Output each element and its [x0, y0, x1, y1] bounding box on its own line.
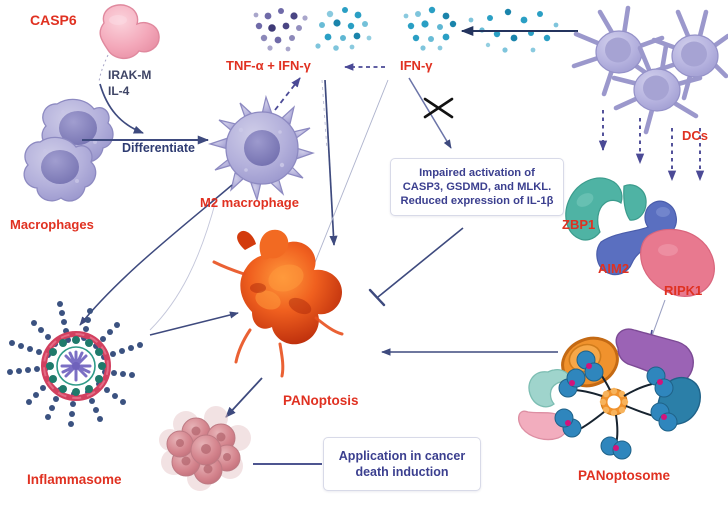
macrophage-cell-2	[23, 136, 97, 202]
ifn-gamma-dots-stream	[468, 8, 559, 53]
m2-macrophage-cell	[207, 94, 315, 203]
label-ifn-gamma: IFN-γ	[400, 58, 433, 73]
ripk1-protein-shape	[640, 228, 715, 297]
arrow-panoptosis-to-tumor	[225, 377, 263, 418]
arrow-irakm-il4	[99, 83, 144, 134]
tumor-cell-cluster	[159, 406, 251, 491]
dendritic-cell-3	[611, 43, 703, 135]
label-tnf-alpha-ifn-gamma: TNF-α + IFN-γ	[226, 58, 311, 73]
panoptosome-nodes	[554, 350, 678, 460]
panoptosome-complex	[517, 328, 701, 460]
application-line-1: Application in cancer	[338, 449, 466, 463]
inhibition-tbar-impaired-panoptosis	[368, 227, 464, 307]
inflammasome-structure	[7, 301, 143, 427]
label-irak-m: IRAK-M	[108, 68, 152, 82]
label-differentiate: Differentiate	[122, 141, 195, 155]
dendritic-cell-1	[571, 5, 665, 97]
blocked-x-icon	[423, 97, 454, 119]
arrow-inflammasome-to-panoptosis	[149, 311, 239, 336]
casp6-protein-shape	[99, 4, 160, 60]
label-macrophages: Macrophages	[10, 217, 94, 232]
arrow-m2-to-inflammasome	[79, 184, 233, 326]
application-line-2: death induction	[355, 465, 449, 479]
ifn-gamma-dot-cloud-left	[315, 7, 372, 51]
label-panoptosome: PANoptosome	[578, 468, 671, 483]
label-zbp1: ZBP1	[562, 217, 596, 232]
zbp1-protein-shape	[565, 177, 647, 241]
label-dcs: DCs	[682, 128, 709, 143]
label-panoptosis: PANoptosis	[283, 393, 359, 408]
application-cancer-death-box: Application in cancer death induction	[323, 437, 481, 491]
label-inflammasome: Inflammasome	[27, 472, 122, 487]
tnf-alpha-dot-cloud	[253, 8, 308, 52]
inflammasome-teal-ring	[46, 336, 106, 396]
label-ripk1: RIPK1	[664, 283, 703, 298]
label-casp6: CASP6	[30, 12, 77, 28]
panoptosis-dying-cell	[212, 229, 344, 378]
impaired-line-1: Impaired activation of	[419, 166, 535, 179]
label-il-4: IL-4	[108, 84, 130, 98]
arrow-m2-to-tnf	[274, 77, 301, 111]
impaired-line-2: CASP3, GSDMD, and MLKL.	[402, 180, 552, 193]
arrow-tnf-to-panoptosis	[324, 79, 338, 247]
ifn-gamma-dot-cloud-right	[403, 6, 457, 51]
dashed-arrows-dcs-down	[598, 110, 705, 182]
label-m2-macrophage: M2 macrophage	[200, 195, 299, 210]
impaired-activation-box: Impaired activation of CASP3, GSDMD, and…	[390, 158, 564, 216]
impaired-line-3: Reduced expression of IL-1β	[400, 195, 554, 208]
label-aim2: AIM2	[598, 261, 630, 276]
